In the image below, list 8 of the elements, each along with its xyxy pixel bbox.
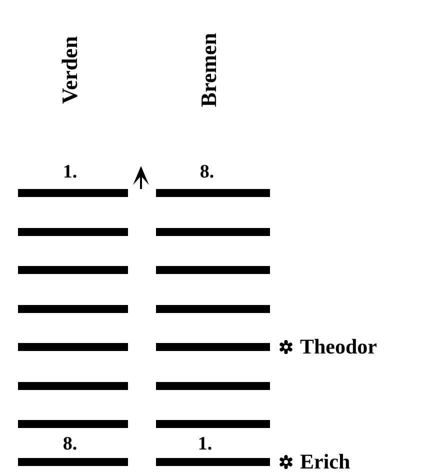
number-label: 1. (198, 434, 212, 454)
place-label: Verden (59, 36, 81, 104)
name-label: Theodor (300, 336, 378, 358)
place-label: Bremen (198, 32, 220, 108)
number-label: 8. (200, 162, 214, 182)
number-label: 8. (62, 434, 78, 454)
number-label: 1. (62, 162, 78, 182)
name-label: Erich (300, 452, 350, 472)
